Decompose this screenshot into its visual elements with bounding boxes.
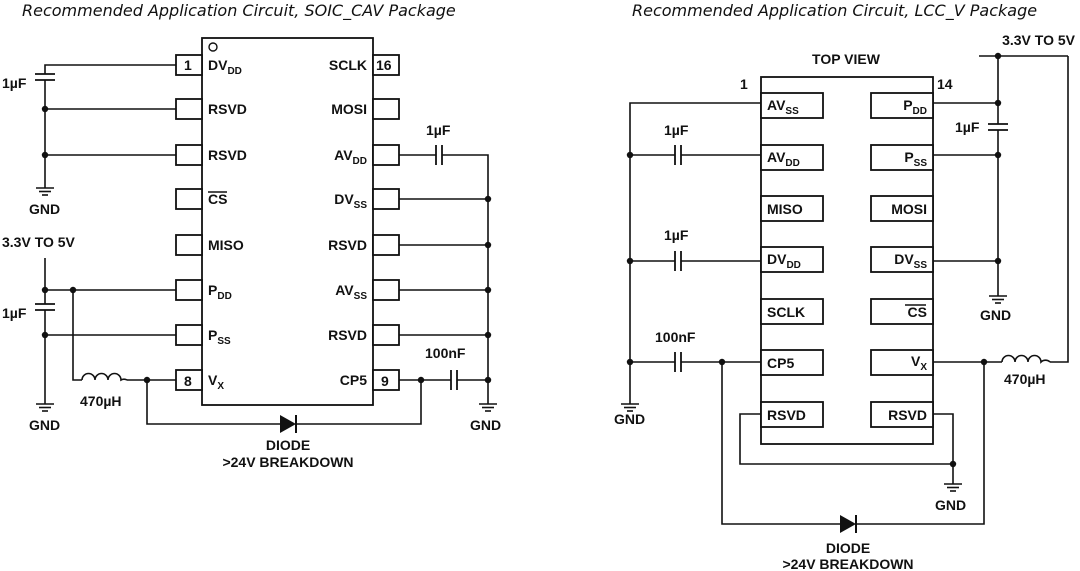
- soic-pin-avss: AVSS: [335, 282, 367, 302]
- soic-pin-rsvd-3: RSVD: [208, 147, 247, 163]
- lcc-supply-label: 3.3V TO 5V: [1002, 32, 1076, 48]
- soic-cap-cp5-label: 100nF: [425, 345, 466, 361]
- soic-cav-circuit: Recommended Application Circuit, SOIC_CA…: [2, 1, 501, 470]
- soic-gnd-label-3: GND: [470, 417, 501, 433]
- soic-pin-pss: PSS: [208, 327, 231, 347]
- pin-number-1: 1: [184, 57, 192, 73]
- lcc-pin-cs: CS: [908, 304, 927, 320]
- soic-inductor-label: 470µH: [80, 393, 122, 409]
- lcc-cap-dvdd-label: 1µF: [664, 227, 689, 243]
- soic-pin-dvdd: DVDD: [208, 57, 242, 77]
- soic-diode-breakdown-label: >24V BREAKDOWN: [222, 454, 353, 470]
- soic-pin-rsvd-10: RSVD: [328, 327, 367, 343]
- lcc-v-circuit: Recommended Application Circuit, LCC_V P…: [614, 1, 1076, 571]
- soic-pin-cp5: CP5: [340, 372, 367, 388]
- soic-pin-sclk: SCLK: [329, 57, 367, 73]
- pin-number-16: 16: [376, 57, 392, 73]
- soic-gnd-label-1: GND: [29, 201, 60, 217]
- pin-number-9: 9: [381, 373, 389, 389]
- lcc-left-wiring: [620, 102, 985, 533]
- lcc-pin-dvss: DVSS: [894, 251, 927, 271]
- lcc-pin-number-1: 1: [740, 76, 748, 92]
- soic-supply-label: 3.3V TO 5V: [2, 234, 76, 250]
- lcc-pin-avdd: AVDD: [767, 149, 800, 169]
- lcc-pin-cp5: CP5: [767, 355, 794, 371]
- soic-diode-label: DIODE: [266, 437, 310, 453]
- lcc-pin-mosi: MOSI: [891, 201, 927, 217]
- soic-pin-miso: MISO: [208, 237, 244, 253]
- soic-right-pin-boxes: [372, 54, 400, 391]
- lcc-cap-pdd-label: 1µF: [955, 119, 980, 135]
- lcc-pin-sclk: SCLK: [767, 304, 805, 320]
- soic-pin-pdd: PDD: [208, 282, 232, 302]
- lcc-pin-pss: PSS: [904, 149, 927, 169]
- soic-cap-avdd-label: 1µF: [426, 122, 451, 138]
- soic-pin-rsvd-12: RSVD: [328, 237, 367, 253]
- soic-pin-dvss: DVSS: [334, 191, 367, 211]
- lcc-pin-rsvd-right: RSVD: [888, 407, 927, 423]
- soic-chip-body: [201, 37, 374, 406]
- soic-right-wiring: [399, 145, 498, 412]
- soic-left-pin-boxes: [175, 54, 203, 391]
- lcc-cap-cp5-label: 100nF: [655, 329, 696, 345]
- soic-pin-avdd: AVDD: [334, 147, 367, 167]
- lcc-diode-icon: [840, 515, 856, 533]
- lcc-pin-vx: VX: [911, 353, 927, 373]
- pin-number-8: 8: [184, 373, 192, 389]
- soic-pin-vx: VX: [208, 372, 224, 392]
- lcc-pin-number-14: 14: [937, 76, 953, 92]
- pin1-marker-icon: [208, 42, 218, 52]
- soic-gnd-label-2: GND: [29, 417, 60, 433]
- lcc-pin-avss: AVSS: [767, 97, 799, 117]
- lcc-gnd-label-2: GND: [980, 307, 1011, 323]
- lcc-pin-dvdd: DVDD: [767, 251, 801, 271]
- diode-icon: [280, 415, 296, 433]
- lcc-right-wiring: [933, 52, 1069, 366]
- soic-left-wiring: [35, 64, 425, 433]
- lcc-gnd-label-3: GND: [935, 497, 966, 513]
- soic-pin-cs: CS: [208, 191, 227, 207]
- lcc-cap-avdd-label: 1µF: [664, 122, 689, 138]
- lcc-diode-breakdown-label: >24V BREAKDOWN: [782, 556, 913, 571]
- lcc-title: Recommended Application Circuit, LCC_V P…: [632, 1, 1037, 21]
- lcc-pin-pdd: PDD: [903, 97, 927, 117]
- soic-pin-rsvd-2: RSVD: [208, 101, 247, 117]
- lcc-pin-miso: MISO: [767, 201, 803, 217]
- lcc-pin-rsvd-left: RSVD: [767, 407, 806, 423]
- lcc-top-view-label: TOP VIEW: [812, 51, 881, 67]
- lcc-gnd-label-1: GND: [614, 411, 645, 427]
- lcc-diode-label: DIODE: [826, 540, 870, 556]
- soic-cap-pdd-label: 1µF: [2, 305, 27, 321]
- soic-pin-mosi: MOSI: [331, 101, 367, 117]
- lcc-left-pin-boxes: [760, 92, 824, 428]
- soic-title: Recommended Application Circuit, SOIC_CA…: [22, 1, 456, 21]
- lcc-inductor-label: 470µH: [1004, 371, 1046, 387]
- soic-cap-top-label: 1µF: [2, 75, 27, 91]
